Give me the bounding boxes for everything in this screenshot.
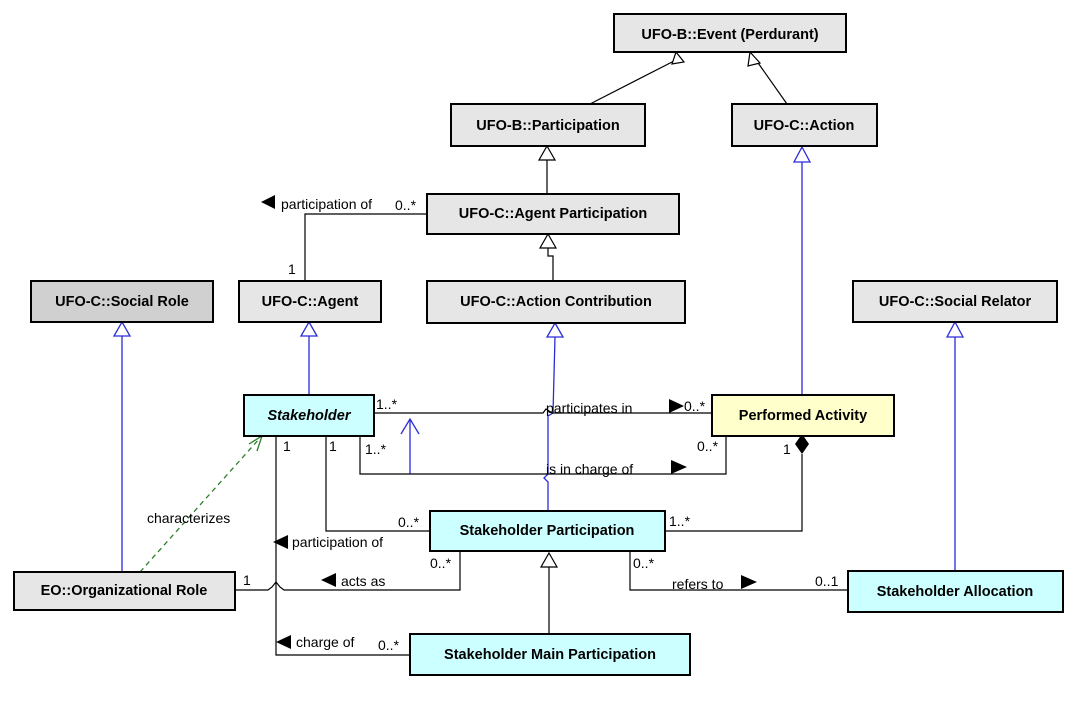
gen-triangle-event-a	[671, 50, 686, 65]
class-stakeholder-main-participation-name: Stakeholder Main Participation	[444, 647, 656, 663]
mult-1-e: 1	[243, 572, 251, 588]
class-organizational-role-name: EO::Organizational Role	[41, 583, 208, 599]
assoc-participation-of-top	[304, 213, 427, 281]
class-participation[interactable]: UFO-B::Participation	[450, 103, 646, 147]
label-is-in-charge-of: is in charge of	[546, 461, 633, 477]
class-social-role[interactable]: UFO-C::Social Role	[30, 280, 214, 323]
class-social-relator[interactable]: UFO-C::Social Relator	[852, 280, 1058, 323]
assoc-refers-to	[629, 551, 848, 591]
mult-0-1: 0..1	[815, 573, 839, 589]
class-performed-activity[interactable]: Performed Activity	[711, 394, 895, 437]
assoc-participation-of	[325, 436, 430, 532]
gen-triangle-stakeholderpart	[539, 551, 559, 568]
assoc-charge-of	[275, 436, 410, 656]
class-agent[interactable]: UFO-C::Agent	[238, 280, 382, 323]
mult-0star-c: 0..*	[697, 438, 719, 454]
reading-arrow-charge-of	[276, 635, 291, 649]
gen-triangle-socialrelator	[945, 320, 965, 338]
class-stakeholder-participation[interactable]: Stakeholder Participation	[429, 510, 666, 552]
mult-0star-b: 0..*	[684, 398, 706, 414]
mult-1star-c: 1..*	[669, 513, 691, 529]
gen-actioncontrib-agentpart	[547, 248, 554, 281]
label-characterizes: characterizes	[147, 510, 230, 526]
class-event-name: UFO-B::Event (Perdurant)	[641, 27, 818, 43]
label-acts-as: acts as	[341, 573, 385, 589]
class-stakeholder-participation-name: Stakeholder Participation	[460, 523, 635, 539]
class-stakeholder-name: Stakeholder	[268, 408, 352, 424]
class-stakeholder-main-participation[interactable]: Stakeholder Main Participation	[409, 633, 691, 676]
reading-arrow-participation-of	[273, 535, 288, 549]
mult-1-a: 1	[288, 261, 296, 277]
dep-characterizes	[139, 437, 261, 573]
mult-0star-a: 0..*	[395, 197, 417, 213]
reading-arrow-refers-to	[741, 575, 757, 589]
class-agent-name: UFO-C::Agent	[262, 294, 359, 310]
gen-triangle-socialrole	[112, 320, 132, 337]
mult-1-d: 1	[783, 441, 791, 457]
class-action[interactable]: UFO-C::Action	[731, 103, 878, 147]
assoc-is-in-charge-of	[359, 436, 727, 475]
class-performed-activity-name: Performed Activity	[739, 408, 867, 424]
label-participates-in: participates in	[546, 400, 632, 416]
mult-1star-b: 1..*	[365, 441, 387, 457]
label-charge-of: charge of	[296, 634, 354, 650]
mult-1-b: 1	[283, 438, 291, 454]
class-event[interactable]: UFO-B::Event (Perdurant)	[613, 13, 847, 53]
label-participation-of-top: participation of	[281, 196, 372, 212]
gen-stakeholderpart-actioncontrib	[543, 336, 556, 511]
class-stakeholder[interactable]: Stakeholder	[243, 394, 375, 437]
mult-1star-a: 1..*	[376, 396, 398, 412]
class-stakeholder-allocation[interactable]: Stakeholder Allocation	[847, 570, 1064, 613]
reading-arrow-is-in-charge-of	[671, 460, 687, 474]
mult-0star-g: 0..*	[378, 637, 400, 653]
gen-triangle-action	[792, 145, 812, 163]
mult-1-c: 1	[329, 438, 337, 454]
gen-triangle-agentpart	[538, 232, 558, 249]
gen-triangle-event-b	[747, 50, 762, 67]
assoc-composition	[665, 454, 803, 532]
reading-arrow-acts-as	[321, 573, 336, 587]
mult-0star-e: 0..*	[430, 555, 452, 571]
label-participation-of: participation of	[292, 534, 383, 550]
class-social-relator-name: UFO-C::Social Relator	[879, 294, 1032, 310]
class-agent-participation[interactable]: UFO-C::Agent Participation	[426, 193, 680, 235]
class-action-contribution-name: UFO-C::Action Contribution	[460, 294, 652, 310]
class-participation-name: UFO-B::Participation	[476, 118, 619, 134]
class-organizational-role[interactable]: EO::Organizational Role	[13, 571, 236, 611]
gen-triangle-agent	[299, 320, 319, 337]
gen-action-event	[755, 59, 788, 105]
assoc-acts-as	[235, 551, 461, 591]
class-action-contribution[interactable]: UFO-C::Action Contribution	[426, 280, 686, 324]
assoc-participates-in	[374, 408, 712, 414]
gen-triangle-actioncontrib	[545, 321, 565, 338]
class-action-name: UFO-C::Action	[754, 118, 855, 134]
gen-participation-event	[589, 59, 677, 105]
reading-arrow-participates-in	[669, 399, 684, 413]
assoc-class-arrowhead	[400, 417, 420, 435]
class-social-role-name: UFO-C::Social Role	[55, 294, 189, 310]
mult-0star-f: 0..*	[633, 555, 655, 571]
reading-arrow-participation-of-top	[261, 195, 275, 209]
composition-diamond	[795, 434, 809, 454]
mult-0star-d: 0..*	[398, 514, 420, 530]
label-refers-to: refers to	[672, 576, 724, 592]
class-agent-participation-name: UFO-C::Agent Participation	[459, 206, 648, 222]
class-stakeholder-allocation-name: Stakeholder Allocation	[877, 584, 1034, 600]
gen-triangle-participation	[537, 144, 557, 161]
